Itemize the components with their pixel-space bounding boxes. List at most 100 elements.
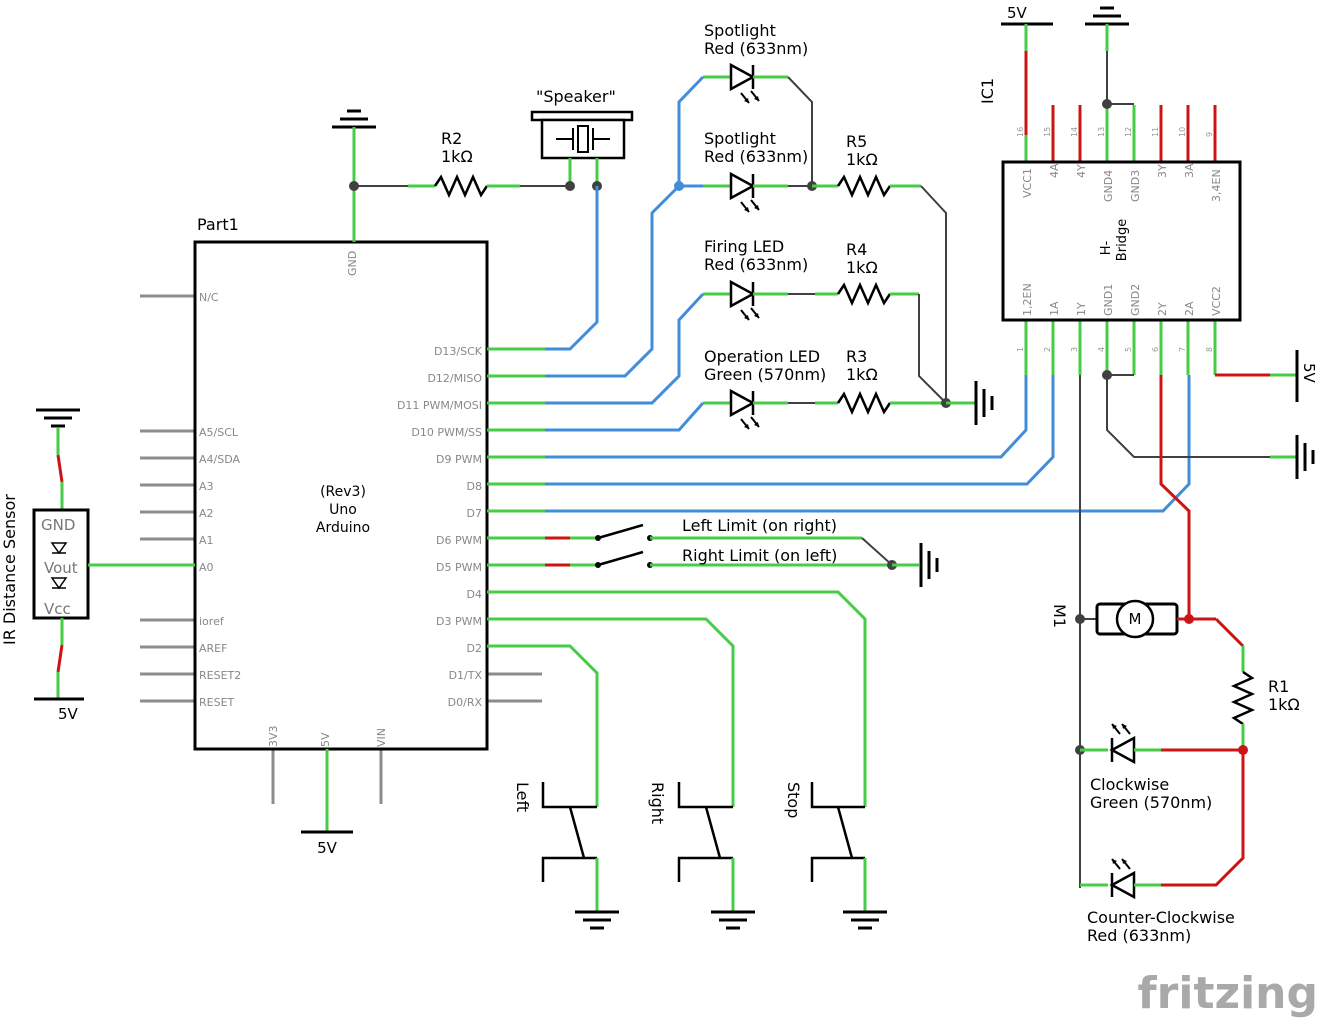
hb-bot-1: 1,2EN [1021, 283, 1034, 316]
hb-num-11: 11 [1151, 127, 1160, 137]
pin-label-a0: A0 [199, 561, 214, 574]
pin-label-a5: A5/SCL [199, 426, 239, 439]
r3-ref: R3 [846, 347, 867, 366]
h-bridge: IC1 H- Bridge VCC1 4A 4Y GND4 GND3 3Y 3A… [978, 78, 1242, 375]
limit-switch-left: Left Limit (on right) [487, 516, 893, 566]
led1-name: Spotlight [704, 21, 776, 40]
hb-bot-3: 1Y [1075, 302, 1088, 316]
led-symbol [729, 63, 761, 105]
pin-label-a4: A4/SDA [199, 453, 240, 466]
pin-label-reset2: RESET2 [199, 669, 241, 682]
hb-bot-5: GND2 [1129, 284, 1142, 316]
wire-d7-hbridge-2a [545, 375, 1191, 513]
hbridge-vcc2-label: 5V [1300, 363, 1318, 384]
hb-bot-8: VCC2 [1210, 286, 1223, 316]
pin-label-a1: A1 [199, 534, 214, 547]
ir-pin-vcc: Vcc [44, 600, 71, 618]
wire-d13-speaker [545, 186, 599, 351]
resistor-r1: R1 1kΩ [1232, 646, 1300, 755]
led3-name: Firing LED [704, 237, 784, 256]
pin-label-d9: D9 PWM [436, 453, 482, 466]
arduino-5v-net: 5V [301, 749, 353, 857]
led-symbol [1110, 722, 1136, 764]
r5-ref: R5 [846, 132, 867, 151]
hb-num-13: 13 [1097, 127, 1106, 137]
led-firing: Firing LED Red (633nm) [487, 237, 815, 405]
hb-top-4: GND4 [1102, 170, 1115, 202]
hb-num-4: 4 [1097, 347, 1106, 352]
hb-top-8: 3,4EN [1210, 169, 1223, 202]
arduino-board: Part1 (Rev3) Uno Arduino N/C A5/SCL A4/S… [140, 215, 542, 804]
ground-symbol [1083, 6, 1131, 26]
pin-label-3v3: 3V3 [267, 725, 280, 747]
led-clockwise: Clockwise Green (570nm) [1080, 722, 1243, 812]
pin-label-ioref: ioref [199, 615, 225, 628]
wire-2y [1159, 375, 1191, 619]
ir-5v-label: 5V [58, 705, 79, 723]
button-left: Left [513, 782, 621, 930]
r2-ref: R2 [441, 129, 462, 148]
ground-symbol [1295, 433, 1315, 481]
pin-label-d10: D10 PWM/SS [411, 426, 482, 439]
led3-spec: Red (633nm) [704, 255, 808, 274]
ir-pin-gnd: GND [41, 516, 75, 534]
resistor-r5: R5 1kΩ [812, 132, 947, 403]
resistor-symbol [1232, 670, 1254, 726]
limit-left-label: Left Limit (on right) [682, 516, 837, 535]
hbridge-gnd-top [1083, 6, 1134, 109]
wire-d3-right [487, 617, 735, 807]
hbridge-body [1001, 160, 1242, 322]
arduino-model-3: Arduino [316, 520, 370, 536]
resistor-r2: R2 1kΩ [408, 129, 570, 197]
motor-m1: M1 M [1050, 599, 1245, 648]
arduino-gnd-net [330, 109, 408, 242]
hb-num-9: 9 [1205, 132, 1214, 137]
hbridge-name-2: Bridge [1115, 219, 1130, 261]
led-symbol [1110, 857, 1136, 899]
arduino-body [193, 240, 489, 751]
hb-num-14: 14 [1070, 127, 1079, 137]
hb-num-6: 6 [1151, 347, 1160, 352]
pin-label-d7: D7 [467, 507, 482, 520]
wire-d9-hbridge-en [545, 375, 1028, 459]
hbridge-gnd-bottom [1102, 370, 1315, 481]
hb-num-5: 5 [1124, 347, 1133, 352]
hb-top-5: GND3 [1129, 170, 1142, 202]
pin-label-reset: RESET [199, 696, 235, 709]
pin-label-d3: D3 PWM [436, 615, 482, 628]
pin-label-d8: D8 [467, 480, 482, 493]
r4-value: 1kΩ [846, 258, 878, 277]
wire-d8-hbridge-1a [545, 375, 1055, 486]
hb-bot-7: 2A [1183, 301, 1196, 316]
pin-label-a3: A3 [199, 480, 214, 493]
led2-name: Spotlight [704, 129, 776, 148]
hb-num-2: 2 [1043, 347, 1052, 352]
ground-symbol [841, 910, 889, 930]
pin-label-d13: D13/SCK [434, 345, 483, 358]
led5-name: Clockwise [1090, 775, 1169, 794]
resistor-r3: R3 1kΩ [815, 347, 994, 427]
button-right-label: Right [648, 782, 667, 824]
r2-value: 1kΩ [441, 147, 473, 166]
hbridge-vcc1-supply: 5V [1001, 4, 1053, 105]
resistor-symbol [433, 175, 489, 197]
r1-ref: R1 [1268, 677, 1289, 696]
hb-bot-6: 2Y [1156, 302, 1169, 316]
hbridge-vcc2-supply: 5V [1215, 350, 1318, 402]
resistor-symbol [836, 283, 892, 305]
r5-value: 1kΩ [846, 150, 878, 169]
pin-label-5v: 5V [319, 732, 332, 747]
led-spotlight-2: Spotlight Red (633nm) [487, 129, 817, 378]
pin-label-d0: D0/RX [448, 696, 483, 709]
pin-label-d2: D2 [467, 642, 482, 655]
hb-top-6: 3Y [1156, 164, 1169, 178]
button-right: Right [648, 782, 757, 930]
hb-num-10: 10 [1178, 127, 1187, 137]
ground-symbol [573, 910, 621, 930]
hb-num-16: 16 [1016, 127, 1025, 137]
led4-spec: Green (570nm) [704, 365, 826, 384]
pin-label-d6: D6 PWM [436, 534, 482, 547]
pin-label-nc: N/C [199, 291, 219, 304]
limit-right-label: Right Limit (on left) [682, 546, 837, 565]
hb-top-2: 4A [1048, 163, 1061, 178]
